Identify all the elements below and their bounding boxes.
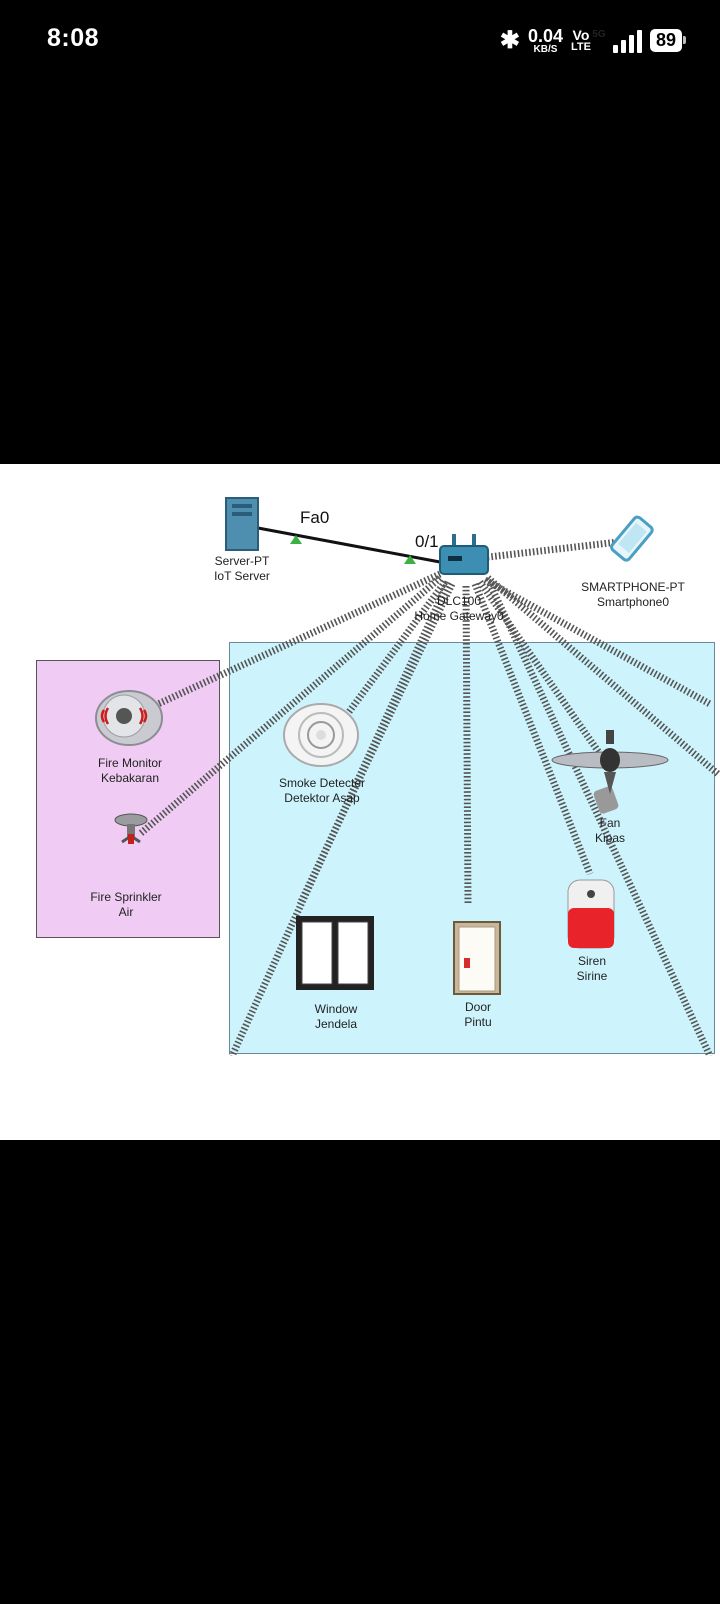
window-line2: Jendela bbox=[314, 1017, 358, 1031]
gateway-name: Home Gateway0 bbox=[414, 609, 504, 623]
smoke-detector-line2: Detektor Asap bbox=[284, 791, 360, 805]
volte-top: Vo bbox=[572, 27, 590, 43]
home-gateway-icon[interactable] bbox=[438, 532, 490, 578]
gateway-label: DLC100 Home Gateway0 bbox=[414, 594, 503, 624]
fan-icon[interactable] bbox=[548, 730, 672, 814]
link-light-01 bbox=[404, 555, 416, 564]
smoke-detector-icon[interactable] bbox=[282, 702, 360, 768]
wireless-links bbox=[137, 538, 720, 1056]
fan-label: Fan Kipas bbox=[595, 816, 625, 846]
server-type: Server-PT bbox=[214, 554, 270, 568]
status-bar: 8:08 ✱ 0.04 KB/S Vo LTE 5G 89 bbox=[0, 0, 720, 84]
network-speed-value: 0.04 bbox=[527, 25, 563, 46]
smartphone-name: Smartphone0 bbox=[596, 595, 670, 609]
siren-line1: Siren bbox=[577, 954, 606, 968]
door-line1: Door bbox=[464, 1000, 492, 1014]
window-icon[interactable] bbox=[294, 914, 376, 992]
server-icon[interactable] bbox=[224, 496, 260, 552]
siren-line2: Sirine bbox=[576, 969, 608, 983]
port-label-01: 0/1 bbox=[415, 532, 439, 551]
door-icon[interactable] bbox=[452, 920, 502, 996]
siren-icon[interactable] bbox=[566, 878, 616, 950]
smoke-detector-line1: Smoke Detecter bbox=[278, 776, 366, 790]
window-label: Window Jendela bbox=[315, 1002, 358, 1032]
signal-icon: 5G bbox=[592, 29, 642, 53]
fan-line2: Kipas bbox=[594, 831, 626, 845]
smartphone-label: SMARTPHONE-PT Smartphone0 bbox=[581, 580, 685, 610]
fire-monitor-icon[interactable] bbox=[94, 688, 164, 746]
fire-sprinkler-icon[interactable] bbox=[112, 812, 150, 852]
network-diagram: Server-PT IoT Server Fa0 0/1 DLC100 Home… bbox=[0, 464, 720, 1056]
gateway-type: DLC100 bbox=[436, 594, 482, 608]
window-line1: Window bbox=[314, 1002, 358, 1016]
clock: 8:08 bbox=[47, 24, 100, 52]
fire-sprinkler-line2: Air bbox=[118, 905, 134, 919]
door-label: Door Pintu bbox=[464, 1000, 491, 1030]
fire-monitor-label: Fire Monitor Kebakaran bbox=[98, 756, 162, 786]
volte-bottom: LTE bbox=[571, 41, 591, 53]
network-speed-unit: KB/S bbox=[533, 43, 558, 55]
fire-monitor-line2: Kebakaran bbox=[100, 771, 160, 785]
fan-line1: Fan bbox=[599, 816, 621, 830]
image-content: Server-PT IoT Server Fa0 0/1 DLC100 Home… bbox=[0, 464, 720, 1140]
link-light-fa0 bbox=[290, 535, 302, 544]
fire-sprinkler-label: Fire Sprinkler Air bbox=[90, 890, 161, 920]
battery-icon: 89 bbox=[649, 29, 687, 52]
network-speed: 0.04 KB/S bbox=[528, 27, 563, 55]
fire-monitor-line1: Fire Monitor bbox=[97, 756, 163, 770]
smartphone-icon[interactable] bbox=[604, 514, 660, 566]
siren-label: Siren Sirine bbox=[577, 954, 608, 984]
bluetooth-icon: ✱ bbox=[499, 27, 520, 54]
server-label: Server-PT IoT Server bbox=[214, 554, 270, 584]
port-label-fa0: Fa0 bbox=[300, 508, 330, 527]
signal-label: 5G bbox=[592, 28, 606, 40]
smartphone-type: SMARTPHONE-PT bbox=[581, 580, 685, 594]
connections bbox=[137, 526, 720, 1056]
wired-link bbox=[257, 526, 441, 564]
volte-icon: Vo LTE bbox=[571, 28, 591, 53]
status-icons: ✱ 0.04 KB/S Vo LTE 5G 89 bbox=[499, 26, 687, 55]
smoke-detector-label: Smoke Detecter Detektor Asap bbox=[279, 776, 365, 806]
fire-sprinkler-line1: Fire Sprinkler bbox=[90, 890, 162, 904]
server-name: IoT Server bbox=[214, 569, 270, 583]
door-line2: Pintu bbox=[464, 1015, 492, 1029]
